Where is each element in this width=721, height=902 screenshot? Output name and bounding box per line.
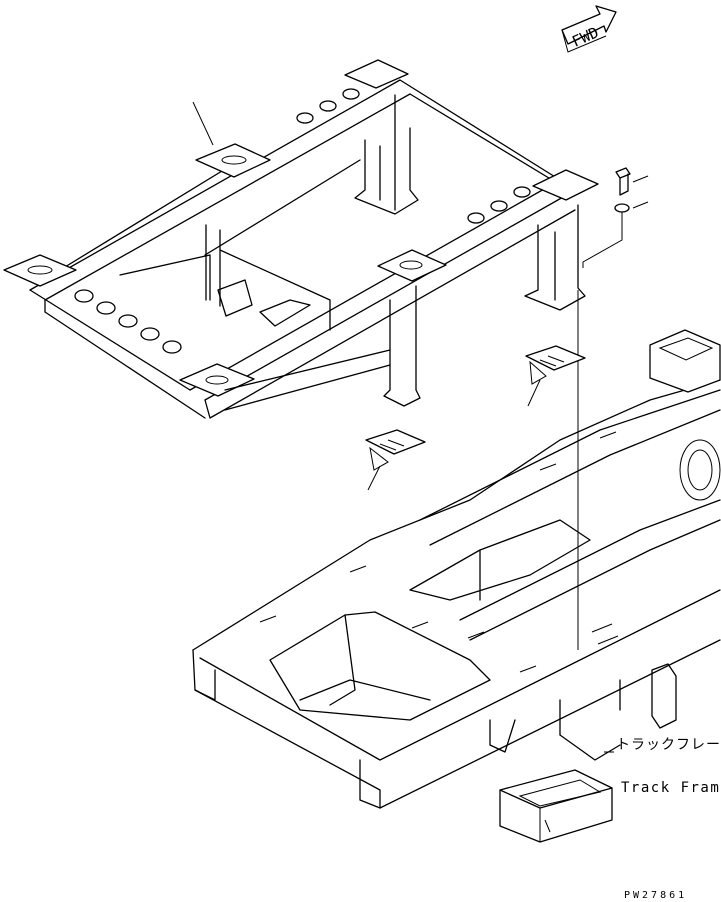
track-frame	[192, 329, 721, 809]
boss-row-top	[296, 88, 360, 124]
shim-plate-right	[525, 345, 586, 407]
track-frame-label-jp: トラックフレーム	[616, 737, 721, 753]
shim-plate-left	[365, 429, 426, 491]
upper-frame	[3, 59, 599, 419]
drawing-code: PW27861	[624, 890, 688, 901]
track-frame-label-en: Track Frame	[621, 780, 721, 796]
lower-bracket-part	[499, 769, 613, 843]
boss-row-right	[467, 186, 531, 224]
leader-line	[192, 101, 214, 146]
fwd-arrow-marker: FWD	[561, 5, 617, 53]
bolt-and-washer	[577, 167, 649, 650]
boss-row-front	[74, 289, 182, 354]
